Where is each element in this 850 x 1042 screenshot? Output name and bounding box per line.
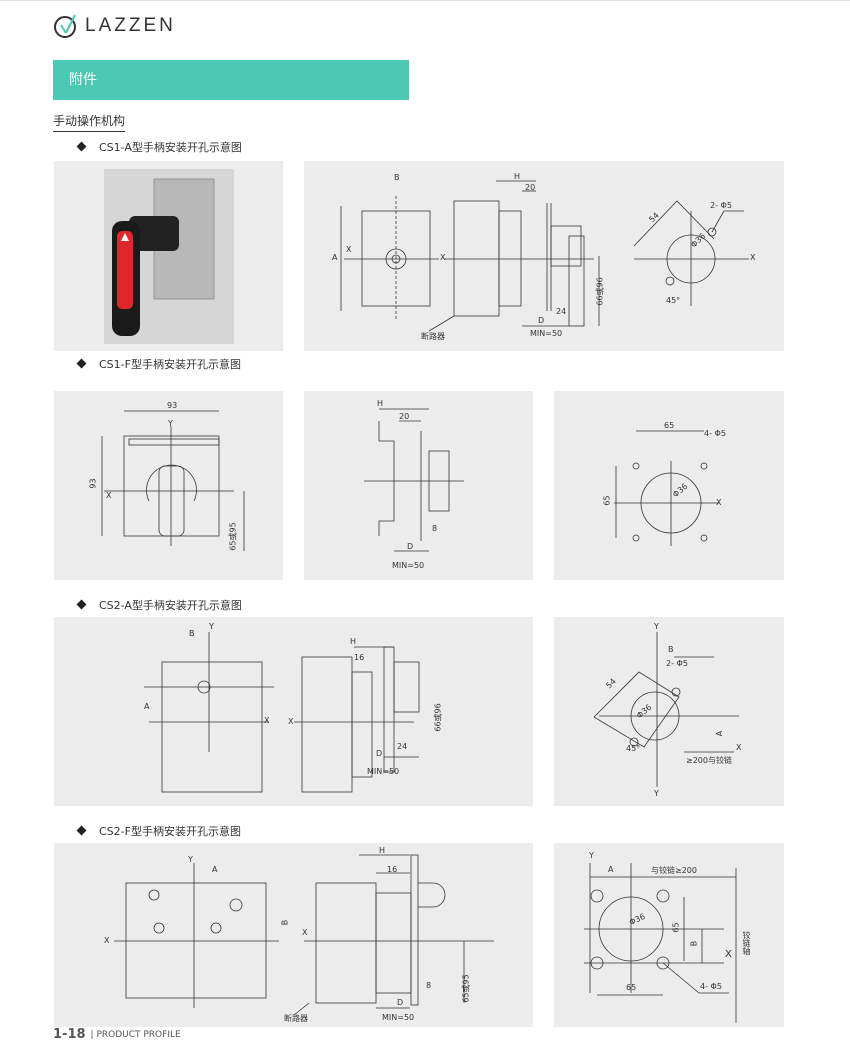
dim-8: 8 (432, 524, 438, 533)
dim-93: 93 (167, 401, 178, 410)
page-footer: 1-18 | PRODUCT PROFILE (53, 1028, 181, 1042)
cs2a-cutout-drawing: Y B 2- Φ5 54 Φ36 45° A X ≥200与铰链 Y (554, 617, 784, 806)
holes-4-phi5: 4- Φ5 (700, 982, 722, 991)
dim-h: H (377, 399, 384, 408)
dim-b: B (280, 919, 290, 926)
dim-h: H (514, 172, 521, 181)
cs1f-front-drawing: 93 Y 93 X 65或95 (54, 391, 283, 580)
dim-a: A (608, 865, 614, 874)
bullet-icon (76, 599, 87, 610)
axis-x: X (725, 949, 732, 960)
dim-a: A (144, 702, 150, 711)
section-banner: 附件 (53, 60, 409, 100)
handle-photo-panel (54, 161, 283, 351)
axis-x: X (750, 253, 756, 262)
breaker-label: 断路器 (421, 332, 445, 341)
dim-min50: MIN=50 (382, 1013, 415, 1022)
hinge-distance: 与铰链≥200 (651, 866, 697, 875)
dim-b: B (189, 629, 195, 638)
cs2a-drawing: B Y A X X H 16 66或96 24 D MIN=50 (54, 617, 533, 806)
dim-d: D (397, 998, 404, 1007)
axis-x: X (104, 936, 110, 945)
dim-66-96: 66或96 (595, 277, 605, 306)
dim-d: D (538, 316, 545, 325)
section-title: 手动操作机构 (53, 112, 126, 132)
breaker-label: 断路器 (284, 1014, 308, 1023)
cs2f-drawing: Y A B X X H 16 8 D MIN=50 65或95 断路器 (54, 843, 533, 1027)
dim-b: B (689, 940, 699, 947)
dim-65-95: 65或95 (461, 974, 471, 1003)
dim-min50: MIN=50 (392, 561, 425, 570)
bullet-icon (76, 825, 87, 836)
dim-h: H (350, 637, 357, 646)
holes-2-phi5: 2- Φ5 (710, 201, 732, 210)
dim-8: 8 (426, 981, 432, 990)
axis-y: Y (589, 851, 594, 860)
subsection-cs2f: CS2-F型手柄安装开孔示意图 (76, 823, 241, 839)
axis-x: X (264, 716, 270, 725)
axis-y: Y (168, 419, 173, 428)
subsection-title: CS2-F型手柄安装开孔示意图 (99, 825, 241, 838)
page-number: 1-18 (53, 1027, 86, 1042)
axis-x: X (106, 491, 112, 500)
dim-65: 65 (664, 421, 675, 430)
axis-x: X (440, 253, 446, 262)
subsection-title: CS1-A型手柄安装开孔示意图 (99, 141, 242, 154)
dim-b: B (394, 173, 400, 182)
dim-d: D (376, 749, 383, 758)
subsection-title: CS2-A型手柄安装开孔示意图 (99, 599, 242, 612)
hinge-axis-label: 铰链轴 (742, 931, 751, 955)
dim-min50: MIN=50 (530, 329, 563, 338)
handle-photo (104, 169, 234, 344)
axis-y: Y (654, 789, 659, 798)
dim-16: 16 (354, 653, 365, 662)
axis-y: Y (188, 855, 193, 864)
footer-text: | PRODUCT PROFILE (90, 1030, 181, 1040)
angle-45: 45° (666, 296, 681, 305)
footer-label: PRODUCT PROFILE (96, 1030, 181, 1040)
dim-65: 65 (626, 983, 637, 992)
cs1f-cutout-drawing: 65 4- Φ5 65 Φ36 X (554, 391, 784, 580)
dim-a: A (212, 865, 218, 874)
dim-20: 20 (399, 412, 410, 421)
holes-4-phi5: 4- Φ5 (704, 429, 726, 438)
axis-x: X (736, 743, 742, 752)
dim-65-95: 65或95 (228, 522, 238, 551)
cs1a-drawing: B A X X H 20 24 D MIN=50 66或96 断路器 54 2-… (304, 161, 784, 351)
subsection-cs1a: CS1-A型手柄安装开孔示意图 (76, 139, 242, 155)
dim-min50: MIN=50 (367, 767, 400, 776)
axis-y: Y (654, 622, 659, 631)
dim-24: 24 (397, 742, 408, 751)
dim-20: 20 (525, 183, 536, 192)
hinge-distance: ≥200与铰链 (686, 756, 732, 765)
cs2f-cutout-drawing: Y A 与铰链≥200 Φ36 65 B X 铰链轴 65 4- Φ5 (554, 843, 784, 1027)
cs1f-side-drawing: H 20 8 D MIN=50 (304, 391, 533, 580)
axis-x: X (302, 928, 308, 937)
dim-93: 93 (88, 478, 98, 489)
angle-45: 45° (626, 744, 641, 753)
dim-65: 65 (602, 495, 612, 506)
axis-x: X (288, 717, 294, 726)
axis-y: Y (209, 622, 214, 631)
dim-h: H (379, 846, 386, 855)
dim-66-96: 66或96 (433, 703, 443, 732)
logo-icon (54, 14, 76, 38)
bullet-icon (76, 141, 87, 152)
dim-d: D (407, 542, 414, 551)
subsection-cs1f: CS1-F型手柄安装开孔示意图 (76, 356, 241, 372)
dim-a: A (715, 730, 725, 737)
axis-x: X (346, 245, 352, 254)
subsection-title: CS1-F型手柄安装开孔示意图 (99, 358, 241, 371)
dim-16: 16 (387, 865, 398, 874)
bullet-icon (76, 358, 87, 369)
axis-x: X (716, 498, 722, 507)
dim-24: 24 (556, 307, 567, 316)
brand-name: LAZZEN (85, 15, 176, 36)
dim-65: 65 (671, 922, 681, 933)
holes-2-phi5: 2- Φ5 (666, 659, 688, 668)
dim-b: B (668, 645, 674, 654)
subsection-cs2a: CS2-A型手柄安装开孔示意图 (76, 597, 242, 613)
brand-logo: LAZZEN (53, 11, 176, 41)
dim-a: A (332, 253, 338, 262)
